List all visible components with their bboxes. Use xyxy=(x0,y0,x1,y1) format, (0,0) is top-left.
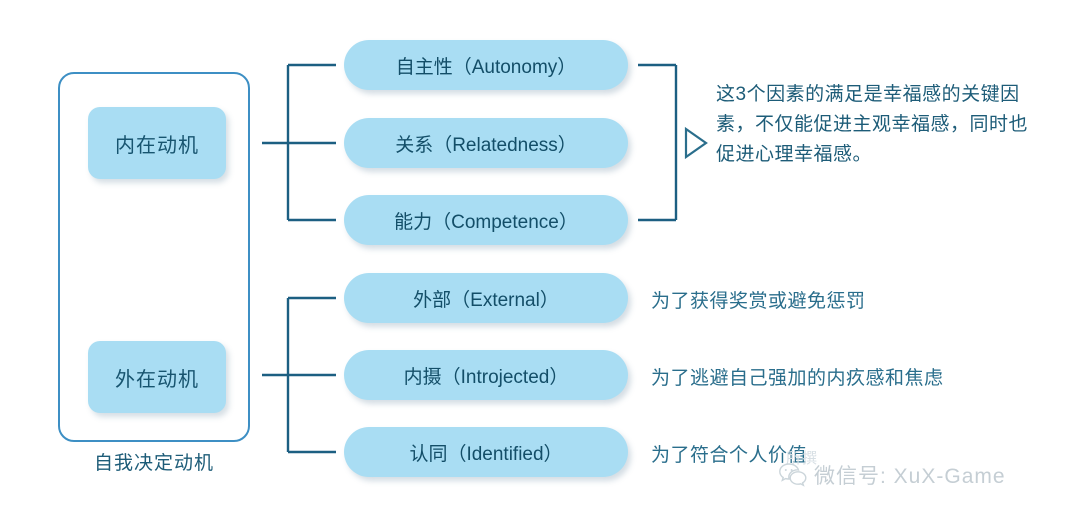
diagram-caption: 自我决定动机 xyxy=(93,453,214,474)
extrinsic-note-external: 为了获得奖赏或避免惩罚 xyxy=(651,291,866,312)
extrinsic-note-introjected: 为了逃避自己强加的内疚感和焦虑 xyxy=(651,368,944,389)
category-intrinsic-motivation: 内在动机 xyxy=(88,107,226,179)
item-competence-label: 能力（Competence） xyxy=(394,211,578,233)
item-introjected: 内摄（Introjected） xyxy=(344,350,628,400)
category-extrinsic-motivation: 外在动机 xyxy=(88,341,226,413)
wechat-icon xyxy=(778,462,808,488)
watermark-text: 微信号: XuX-Game xyxy=(814,465,1006,488)
item-autonomy-label: 自主性（Autonomy） xyxy=(395,56,577,78)
item-identified: 认同（Identified） xyxy=(344,427,628,477)
watermark-faint-text: 所撰 xyxy=(786,450,819,467)
category-extrinsic-label: 外在动机 xyxy=(115,368,199,391)
item-competence: 能力（Competence） xyxy=(344,195,628,245)
item-autonomy: 自主性（Autonomy） xyxy=(344,40,628,90)
triangle-right-icon xyxy=(684,126,708,160)
item-external: 外部（External） xyxy=(344,273,628,323)
item-identified-label: 认同（Identified） xyxy=(409,443,563,465)
item-introjected-label: 内摄（Introjected） xyxy=(403,366,569,388)
category-intrinsic-label: 内在动机 xyxy=(115,134,199,157)
watermark: 微信号: XuX-Game xyxy=(778,460,1006,490)
item-relatedness-label: 关系（Relatedness） xyxy=(395,134,577,156)
intrinsic-note: 这3个因素的满足是幸福感的关键因素，不仅能促进主观幸福感，同时也促进心理幸福感。 xyxy=(716,84,1029,165)
item-external-label: 外部（External） xyxy=(413,289,559,311)
item-relatedness: 关系（Relatedness） xyxy=(344,118,628,168)
extrinsic-note-identified: 为了符合个人价值 xyxy=(651,445,808,466)
